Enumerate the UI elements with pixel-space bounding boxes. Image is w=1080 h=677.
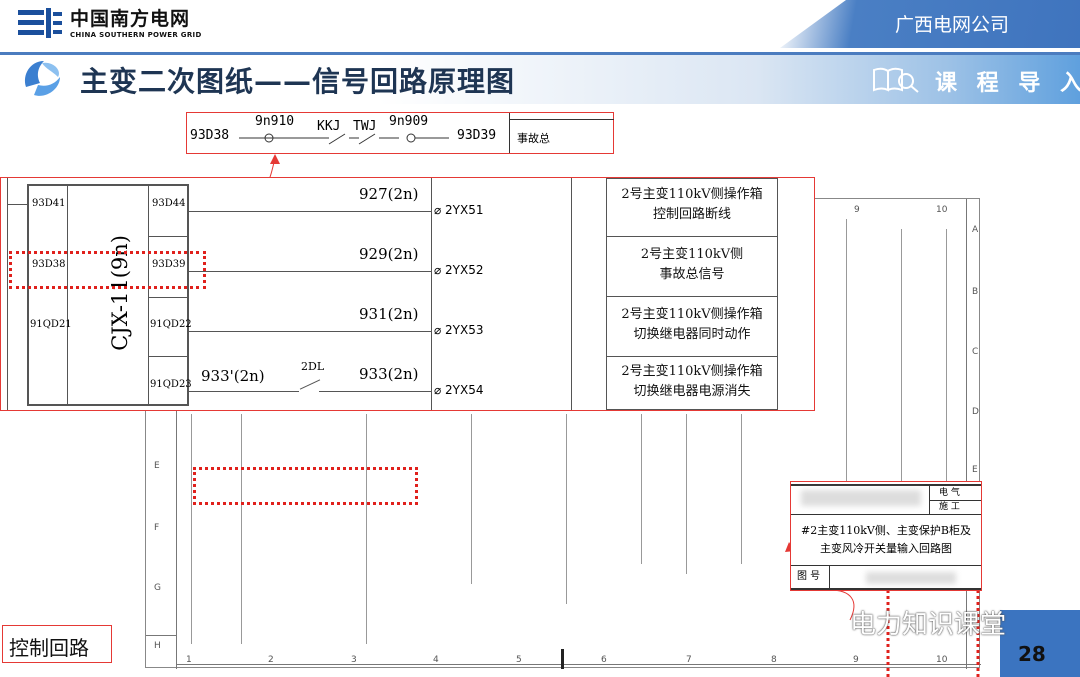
out-terminal: ⌀ 2YX54 <box>434 383 484 397</box>
terminal-left: 93D41 <box>32 198 66 209</box>
col-label: 6 <box>601 655 607 665</box>
book-search-icon <box>873 67 919 93</box>
row-label: H <box>154 641 161 651</box>
col-label: 9 <box>854 205 860 215</box>
description-cell: 2号主变110kV侧操作箱控制回路断线 <box>606 178 778 237</box>
title-logo-icon <box>24 61 60 96</box>
row-label: E <box>972 465 978 475</box>
description-line: 2号主变110kV侧 <box>640 247 744 262</box>
out-terminal-label: 2YX52 <box>445 263 484 277</box>
circuit-line <box>239 133 449 145</box>
terminal-left: 93D38 <box>32 259 66 270</box>
col-label: 5 <box>516 655 522 665</box>
wire-label: 933(2n) <box>359 365 419 383</box>
out-terminal-label: 2YX53 <box>445 323 484 337</box>
section-label: 控制回路 <box>2 625 112 663</box>
watermark: 电力知识课堂 <box>850 610 1007 640</box>
terminal-left: 91QD21 <box>30 319 72 330</box>
wire-label: 927(2n) <box>359 185 419 203</box>
course-intro-label: 课 程 导 入 <box>935 71 1080 96</box>
row-label: C <box>972 347 979 357</box>
blurred-text <box>866 572 956 584</box>
field-label: 电 气 <box>939 488 960 498</box>
out-terminal: ⌀ 2YX53 <box>434 323 484 337</box>
terminal-93d39: 93D39 <box>457 128 497 143</box>
row-label: G <box>154 583 161 593</box>
col-label: 10 <box>936 655 948 665</box>
contact-9n909: 9n909 <box>389 114 429 129</box>
description-line: 切换继电器电源消失 <box>633 384 751 399</box>
field-label: 图 号 <box>797 571 821 582</box>
out-terminal-label: 2YX54 <box>445 383 484 397</box>
drawing-name-line: 主变风冷开关量输入回路图 <box>820 542 952 555</box>
out-terminal: ⌀ 2YX52 <box>434 263 484 277</box>
row-label: A <box>972 225 979 235</box>
description-cell: 2号主变110kV侧事故总信号 <box>606 236 778 297</box>
logo-subtext: CHINA SOUTHERN POWER GRID <box>70 31 202 39</box>
description-line: 2号主变110kV侧操作箱 <box>621 307 763 322</box>
wire-label: 933'(2n) <box>201 367 265 385</box>
blurred-text <box>801 490 921 506</box>
row-label: B <box>972 287 979 297</box>
page-title: 主变二次图纸——信号回路原理图 <box>80 65 516 98</box>
row-label: E <box>154 461 160 471</box>
out-terminal-label: 2YX51 <box>445 203 484 217</box>
terminal-right: 91QD23 <box>150 379 192 390</box>
callout-title-block: 电 气 施 工 #2主变110kV侧、主变保护B柜及主变风冷开关量输入回路图 图… <box>790 481 982 591</box>
contact-kkj: KKJ <box>317 119 341 134</box>
terminal-93d38: 93D38 <box>190 128 230 143</box>
drawing-name-line: #2主变110kV侧、主变保护B柜及 <box>801 524 971 537</box>
wire-label: 931(2n) <box>359 305 419 323</box>
col-label: 9 <box>853 655 859 665</box>
field-label: 施 工 <box>939 502 960 512</box>
description-cell: 2号主变110kV侧操作箱切换继电器同时动作 <box>606 296 778 357</box>
terminal-right: 91QD22 <box>150 319 192 330</box>
description-line: 切换继电器同时动作 <box>633 327 751 342</box>
csg-logo-icon <box>18 8 62 38</box>
description-line: 控制回路断线 <box>652 207 731 222</box>
description-cell: 2号主变110kV侧操作箱切换继电器电源消失 <box>606 356 778 410</box>
terminal-right: 93D39 <box>152 259 186 270</box>
col-label: 2 <box>268 655 274 665</box>
col-label: 1 <box>186 655 192 665</box>
row-label: F <box>154 523 160 533</box>
wire-label: 929(2n) <box>359 245 419 263</box>
contact-2dl: 2DL <box>301 360 325 373</box>
drawing-name: #2主变110kV侧、主变保护B柜及主变风冷开关量输入回路图 <box>791 522 981 558</box>
highlight-box-drawing <box>193 467 418 505</box>
contact-9n910: 9n910 <box>255 114 295 129</box>
highlight-box-zoom <box>9 251 206 289</box>
out-terminal: ⌀ 2YX51 <box>434 203 484 217</box>
col-label: 10 <box>936 205 948 215</box>
description-line: 2号主变110kV侧操作箱 <box>621 364 763 379</box>
col-label: 3 <box>351 655 357 665</box>
callout-signal-circuit: 93D38 9n910 KKJ TWJ 9n909 93D39 事故总 <box>186 112 614 154</box>
page-number: 28 <box>1018 642 1046 666</box>
description-line: 2号主变110kV侧操作箱 <box>621 187 763 202</box>
company-name: 广西电网公司 <box>895 14 1010 36</box>
logo-text: 中国南方电网 <box>70 8 191 30</box>
page-badge <box>1000 610 1080 677</box>
description-line: 事故总信号 <box>659 267 725 282</box>
col-label: 4 <box>433 655 439 665</box>
signal-label: 事故总 <box>517 132 550 145</box>
contact-twj: TWJ <box>353 119 377 134</box>
col-label: 8 <box>771 655 777 665</box>
zoomed-schematic: 93D41 93D38 91QD21 CJX-11(9n) 93D44 93D3… <box>0 177 815 411</box>
col-label: 7 <box>686 655 692 665</box>
terminal-right: 93D44 <box>152 198 186 209</box>
row-label: D <box>972 407 979 417</box>
